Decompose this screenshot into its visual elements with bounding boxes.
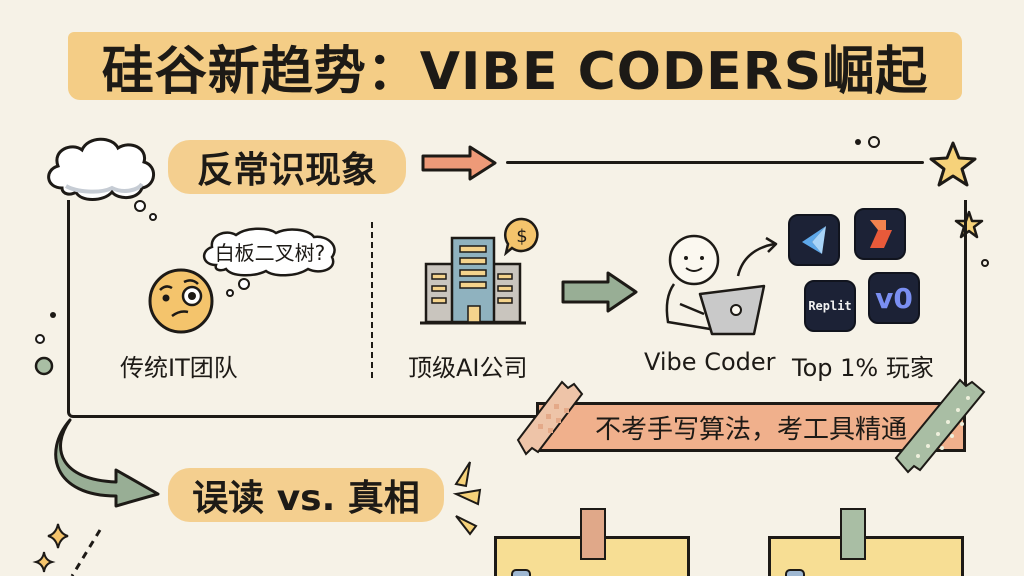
sticky-note-truth — [768, 536, 964, 576]
checkbox-icon — [785, 569, 805, 576]
dots-decoration-left-icon — [34, 312, 56, 376]
dashed-line-icon — [70, 529, 102, 576]
traditional-it-label: 传统IT团队 — [120, 354, 238, 382]
app-icon-orange-blocks — [854, 208, 906, 260]
phenomenon-frame — [67, 200, 967, 418]
top-players-label: Top 1% 玩家 — [792, 354, 934, 382]
thought-dots-icon — [134, 200, 157, 221]
page-title: 硅谷新趋势：VIBE CODERS崛起 — [68, 32, 962, 102]
dot-icon — [981, 259, 989, 267]
emphasis-marks-icon — [452, 461, 482, 536]
tape-green-icon — [840, 508, 866, 560]
section-heading-text: 误读 vs. 真相 — [192, 478, 420, 519]
replit-text: Replit — [808, 299, 852, 313]
thought-bubble: 白板二叉树? — [196, 225, 344, 277]
app-icon-cursor — [788, 214, 840, 266]
chevron-left-blue-icon — [802, 226, 826, 254]
sparkles-icon — [32, 523, 69, 573]
checkbox-icon — [511, 569, 531, 576]
washi-tape-right-icon — [894, 378, 986, 474]
svg-text:$: $ — [516, 226, 527, 247]
small-star-icon — [954, 210, 984, 239]
star-icon — [929, 141, 977, 187]
arrow-right-green-icon — [561, 271, 638, 313]
office-building-icon — [420, 236, 526, 325]
app-icon-v0: v0 — [868, 272, 920, 324]
section-heading-text: 反常识现象 — [196, 150, 377, 191]
tape-orange-icon — [580, 508, 606, 560]
thought-dots-small-icon — [226, 278, 250, 297]
arrow-right-icon — [421, 145, 497, 181]
section-heading-phenomenon: 反常识现象 — [168, 140, 406, 194]
divider-line — [506, 161, 924, 164]
banner-text: 不考手写算法，考工具精通 — [594, 414, 907, 445]
cloud-icon — [47, 137, 155, 201]
dashed-divider — [371, 222, 373, 378]
washi-tape-left-icon — [516, 380, 584, 456]
v0-text: v0 — [875, 281, 913, 315]
ai-company-label: 顶级AI公司 — [408, 354, 528, 382]
curved-arrow-down-right-icon — [54, 418, 160, 508]
confused-face-icon — [148, 268, 214, 334]
person-with-laptop-icon — [665, 234, 766, 336]
vibe-coder-label: Vibe Coder — [644, 348, 776, 376]
money-bubble-icon: $ — [503, 217, 539, 256]
page-title-text: 硅谷新趋势：VIBE CODERS崛起 — [101, 41, 929, 102]
app-icon-replit: Replit — [804, 280, 856, 332]
dots-decoration-icon — [855, 136, 880, 148]
orange-blocks-icon — [870, 220, 892, 248]
curved-arrow-icon — [736, 236, 778, 277]
thought-bubble-text: 白板二叉树? — [214, 240, 326, 265]
section-heading-truth: 误读 vs. 真相 — [168, 468, 444, 522]
